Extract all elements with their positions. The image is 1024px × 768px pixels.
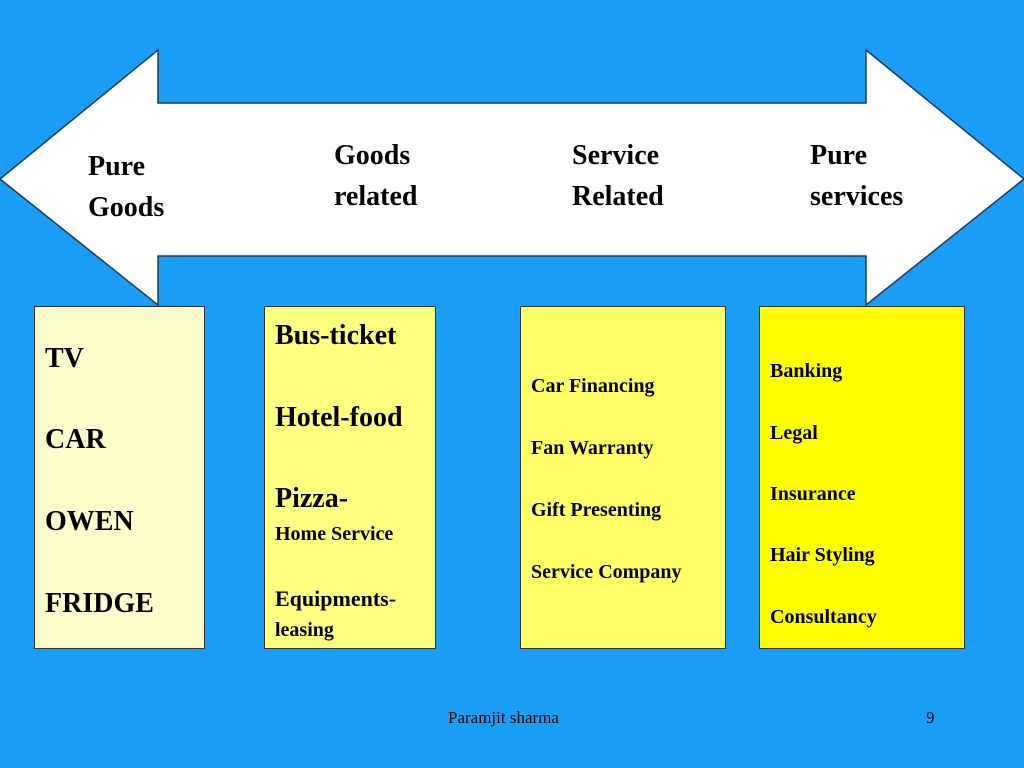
label-pure-services-line2: services [810, 181, 904, 212]
example-item: Consultancy [770, 606, 877, 628]
box-service-related: Car Financing Fan Warranty Gift Presenti… [520, 306, 726, 649]
example-item: Pizza- [275, 483, 349, 514]
label-pure-goods-line2: Goods [88, 192, 165, 223]
double-arrow-shape [0, 48, 1024, 307]
label-goods-related-line2: related [334, 181, 418, 212]
label-service-related-line1: Service [572, 140, 660, 171]
footer-author: Paramjit sharma [448, 708, 559, 727]
example-item: Gift Presenting [531, 499, 662, 521]
example-item: Home Service [275, 523, 394, 545]
example-item: Car Financing [531, 375, 655, 397]
label-pure-services-line1: Pure [810, 140, 868, 171]
page-number: 9 [926, 708, 935, 727]
label-goods-related: Goods related [334, 135, 417, 217]
example-item: Banking [770, 360, 843, 382]
example-item: Hair Styling [770, 544, 875, 566]
example-item: FRIDGE [45, 588, 154, 619]
label-goods-related-line1: Goods [334, 140, 411, 171]
example-item: OWEN [45, 506, 134, 537]
example-item: Legal [770, 422, 818, 444]
box-pure-goods: TV CAR OWEN FRIDGE [34, 306, 205, 649]
box-goods-related: Bus-ticket Hotel-food Pizza- Home Servic… [264, 306, 436, 649]
example-item: TV [45, 343, 84, 374]
label-pure-goods-line1: Pure [88, 151, 146, 182]
example-item: Bus-ticket [275, 320, 397, 351]
label-pure-services: Pure services [810, 135, 903, 217]
box-pure-services: Banking Legal Insurance Hair Styling Con… [759, 306, 965, 649]
example-item: Insurance [770, 483, 856, 505]
example-item: Hotel-food [275, 402, 403, 433]
label-service-related: Service Related [572, 135, 664, 217]
example-item: Fan Warranty [531, 437, 654, 459]
example-item: leasing [275, 619, 334, 641]
label-pure-goods: Pure Goods [88, 146, 164, 228]
example-item: CAR [45, 424, 106, 455]
example-item: Service Company [531, 561, 682, 583]
example-item: Equipments- [275, 586, 397, 611]
label-service-related-line2: Related [572, 181, 664, 212]
